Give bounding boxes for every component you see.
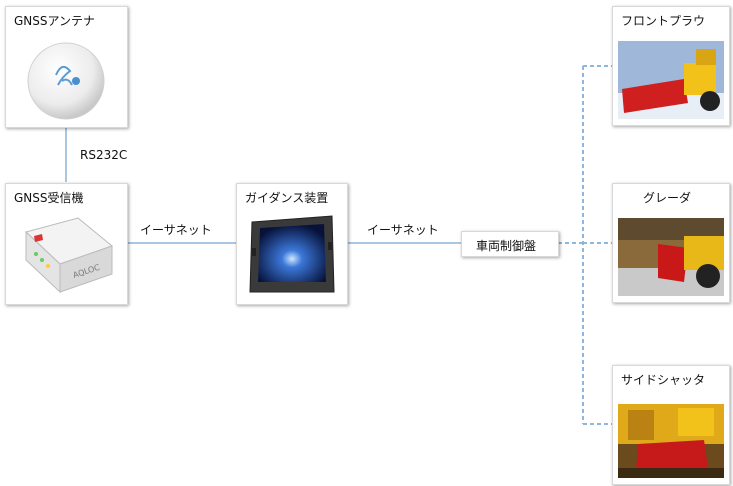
- plow-node: フロントプラウ: [612, 6, 730, 126]
- rs232c-label: RS232C: [80, 148, 128, 162]
- grader-node: グレーダ: [612, 183, 730, 303]
- grader-label: グレーダ: [643, 191, 692, 205]
- side-shutter-image: [618, 404, 724, 478]
- shutter-node: サイドシャッタ: [612, 365, 730, 485]
- shutter-label: サイドシャッタ: [621, 373, 706, 387]
- receiver-label: GNSS受信機: [14, 191, 84, 205]
- tablet-image: [246, 212, 338, 298]
- front-plow-image: [618, 41, 724, 119]
- control-label: 車両制御盤: [476, 239, 537, 253]
- gnss-receiver-image: AQLOC: [16, 212, 118, 298]
- plow-label: フロントプラウ: [621, 14, 706, 28]
- gnss-antenna-image: [26, 37, 106, 121]
- ethernet-label-1: イーサネット: [140, 223, 212, 237]
- guidance-label: ガイダンス装置: [245, 191, 329, 205]
- antenna-label: GNSSアンテナ: [14, 14, 96, 28]
- control-node: 車両制御盤: [461, 231, 559, 257]
- ethernet-label-2: イーサネット: [367, 223, 439, 237]
- grader-image: [618, 218, 724, 296]
- receiver-node: GNSS受信機 AQLOC: [5, 183, 128, 305]
- antenna-node: GNSSアンテナ: [5, 6, 128, 128]
- guidance-node: ガイダンス装置: [236, 183, 348, 305]
